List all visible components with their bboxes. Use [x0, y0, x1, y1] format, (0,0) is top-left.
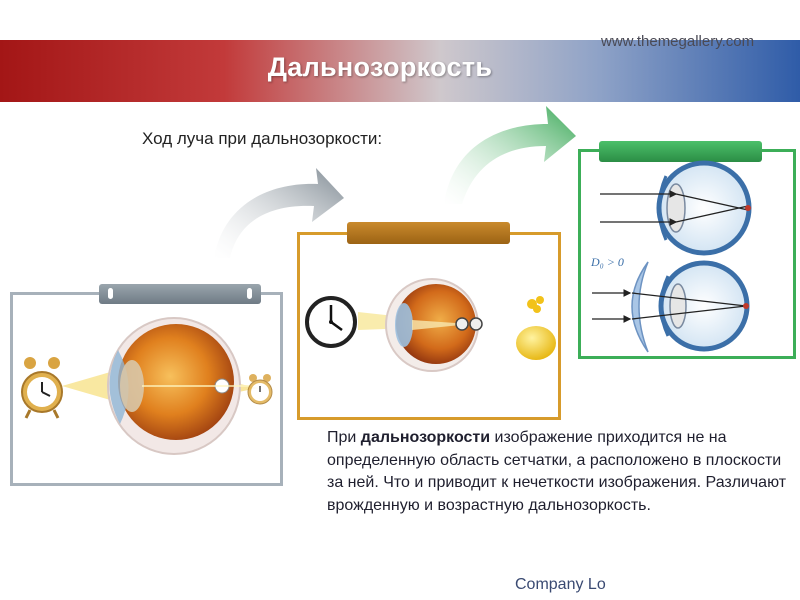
alarm-clock-icon: [248, 374, 272, 404]
converging-lens-icon: [632, 262, 648, 352]
eye-cross-section-top: [600, 163, 751, 253]
arrow-icon: [444, 106, 576, 204]
lens-power-label: D₀ > 0: [590, 255, 624, 269]
eyeball-icon: [358, 279, 482, 371]
wall-clock-icon: [307, 298, 355, 346]
arrow-icon: [214, 168, 344, 258]
description-text: При дальнозоркости изображение приходитс…: [327, 427, 787, 517]
alarm-clock-icon: [22, 357, 62, 418]
company-logo-text: Company Lo: [515, 576, 606, 594]
eyeball-icon: [62, 318, 258, 454]
description-before: При: [327, 429, 361, 446]
eye-cross-section-bottom: [592, 263, 749, 349]
description-keyword: дальнозоркости: [361, 429, 490, 446]
lemon-icon: [516, 296, 556, 360]
